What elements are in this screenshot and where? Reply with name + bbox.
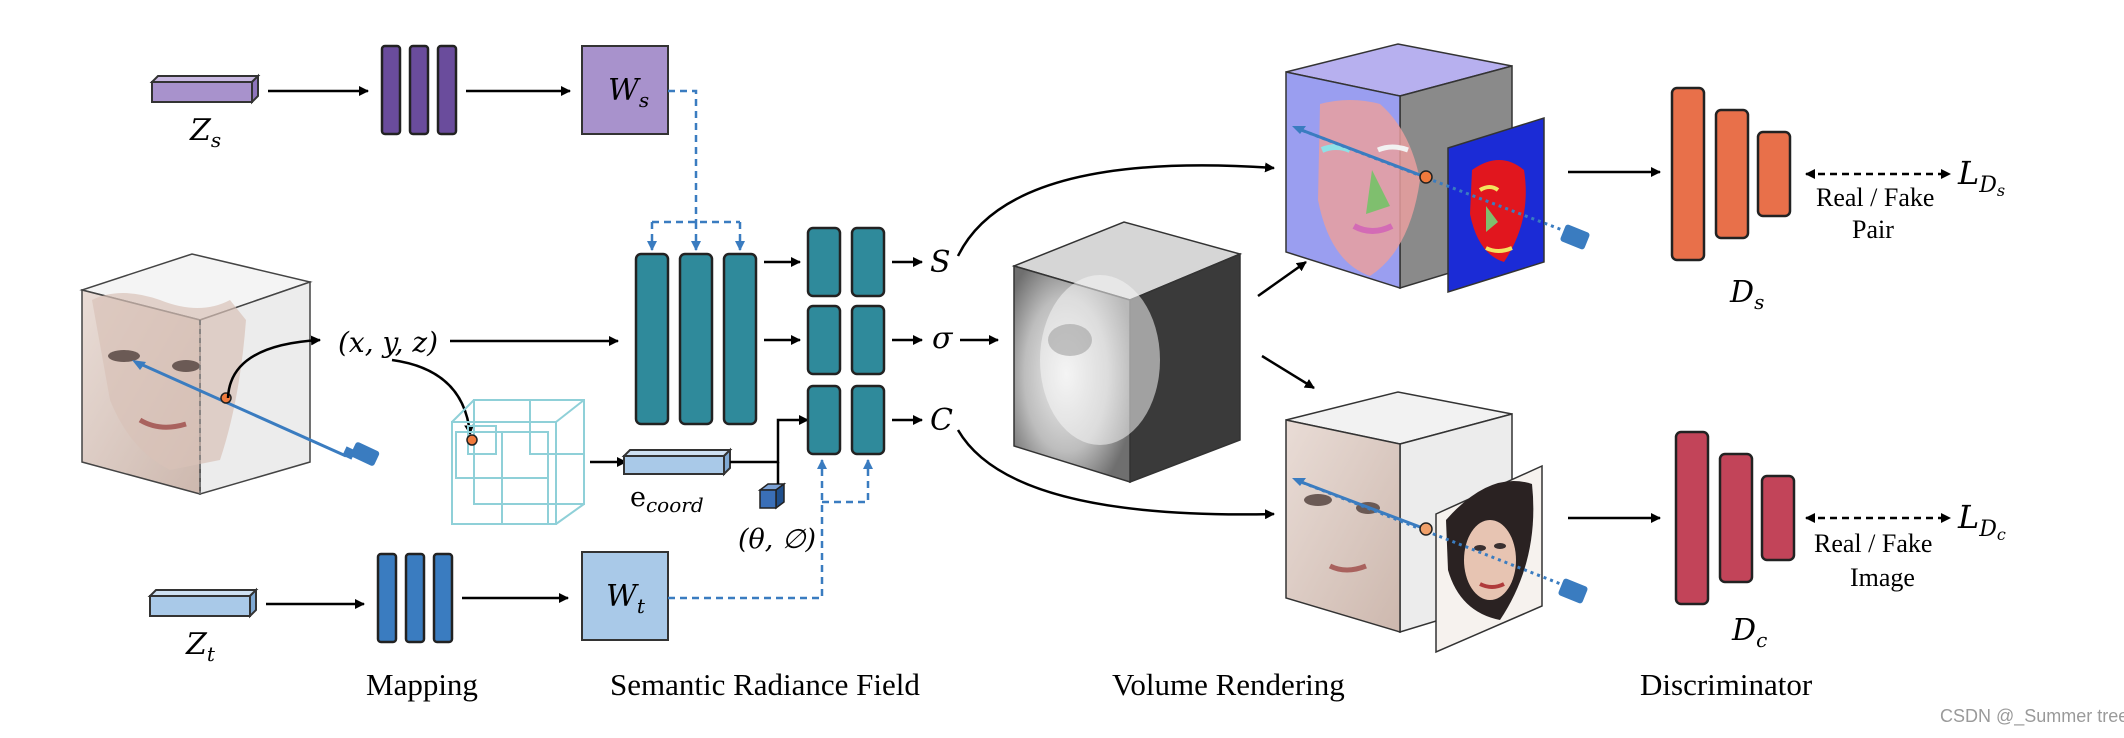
pair-label-line2: Pair: [1852, 215, 1894, 244]
d-s-sub: s: [1754, 290, 1764, 314]
arrow-depth-to-semantic: [1257, 260, 1307, 298]
z-s-label: Z: [189, 113, 212, 148]
output-heads: [806, 226, 886, 456]
svg-text:Ws: Ws: [608, 73, 649, 112]
d-c-label: D: [1731, 613, 1756, 648]
w-s-sub: s: [639, 88, 649, 112]
svg-text:LDs: LDs: [1957, 154, 2005, 200]
arrow-ecoord-to-heads: [730, 415, 809, 464]
feature-grid-icon: [451, 399, 585, 525]
w-t-box: [581, 551, 669, 641]
mapping-caption: Mapping: [366, 667, 478, 702]
output-s-label: S: [930, 245, 951, 280]
z-t-sub: t: [207, 642, 216, 666]
depth-volume-cube: [1011, 221, 1243, 484]
loss-c-label: L: [1957, 498, 1979, 536]
d-s-label: D: [1729, 275, 1754, 310]
image-label-line2: Image: [1850, 563, 1915, 592]
output-sigma-label: σ: [932, 321, 954, 356]
watermark: CSDN @_Summer tree: [1940, 706, 2124, 727]
loss-c-subsub: c: [1997, 525, 2006, 544]
loss-c-sub: D: [1978, 517, 1997, 542]
svg-text:LDc: LDc: [1957, 498, 2006, 544]
svg-text:Dc: Dc: [1731, 613, 1767, 652]
d-c-sub: c: [1756, 628, 1767, 652]
svg-text:Ds: Ds: [1729, 275, 1764, 314]
discriminator-c: [1674, 430, 1796, 606]
semantic-render-cube: [1285, 43, 1590, 294]
arrow-depth-to-color: [1261, 354, 1315, 390]
loss-s-subsub: s: [1997, 181, 2005, 200]
sample-point-icon: [220, 392, 232, 404]
wt-modulation-dashes: [668, 459, 873, 600]
rendering-caption: Volume Rendering: [1112, 667, 1345, 702]
view-dir-label: (θ, ∅): [738, 524, 816, 555]
output-c-label: C: [930, 403, 953, 438]
loss-s-label: L: [1957, 154, 1979, 192]
e-coord-label: e: [630, 482, 646, 513]
pair-label-line1: Real / Fake: [1816, 183, 1934, 212]
coords-label: (x, y, z): [338, 326, 438, 359]
z-s-latent-block: [149, 73, 261, 105]
mapping-mlp-t: [376, 552, 454, 644]
view-direction-cube: [757, 482, 787, 510]
field-caption: Semantic Radiance Field: [610, 667, 920, 702]
arrow-c-to-color-render: [956, 429, 1275, 520]
svg-text:ecoord: ecoord: [630, 482, 704, 517]
input-face-cube: [79, 253, 380, 495]
w-t-sub: t: [637, 594, 646, 618]
arrow-point-to-coords: [226, 335, 321, 399]
e-coord-block: [621, 447, 733, 477]
camera-icon: [342, 442, 380, 466]
discriminator-s: [1670, 86, 1792, 262]
radiance-field-mlp: [634, 252, 758, 426]
svg-text:Wt: Wt: [606, 579, 646, 618]
svg-text:Zt: Zt: [185, 627, 216, 666]
discriminator-caption: Discriminator: [1640, 667, 1813, 702]
mapping-mlp-s: [380, 44, 458, 136]
w-s-label: W: [608, 73, 641, 108]
loss-s-sub: D: [1978, 173, 1997, 198]
image-label-line1: Real / Fake: [1814, 529, 1932, 558]
grid-point-icon: [466, 434, 478, 446]
ws-modulation-dashes: [647, 89, 745, 251]
color-render-cube: [1285, 391, 1588, 654]
w-s-box: [581, 45, 669, 135]
z-s-sub: s: [211, 128, 221, 152]
camera-ray: [135, 360, 347, 458]
z-t-latent-block: [147, 587, 259, 619]
z-t-label: Z: [185, 627, 208, 662]
w-t-label: W: [606, 579, 639, 614]
svg-text:Zs: Zs: [189, 113, 221, 152]
arrow-coords-to-grid: [391, 358, 475, 435]
e-coord-sub: coord: [646, 493, 704, 517]
arrow-s-to-semantic-render: [956, 162, 1275, 257]
